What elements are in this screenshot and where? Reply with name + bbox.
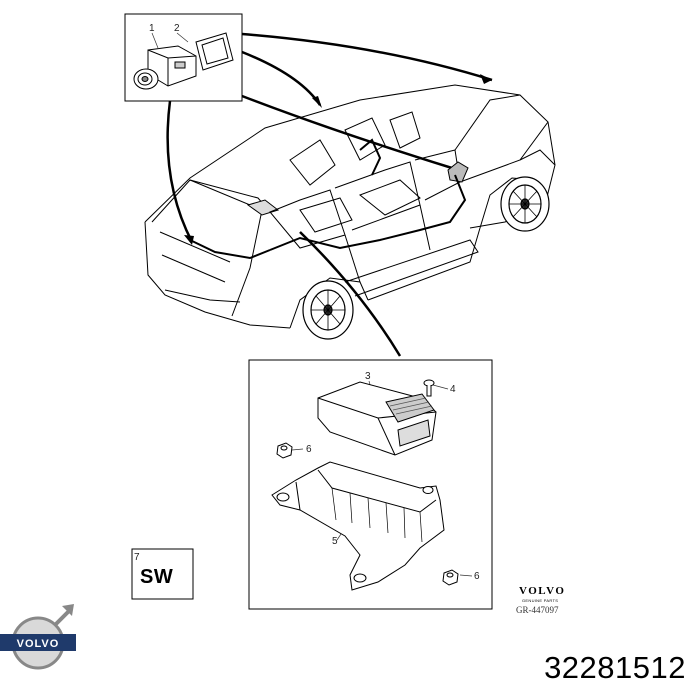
rear-wheel xyxy=(302,280,354,340)
arrow-heads xyxy=(184,74,492,245)
gasket xyxy=(195,32,234,71)
camera-unit xyxy=(133,45,197,90)
module-detail-box xyxy=(248,359,493,610)
reference-code: GR-447097 xyxy=(516,605,559,615)
brand-mini-logo: VOLVO xyxy=(519,585,566,597)
callout-6a: 6 xyxy=(306,444,312,455)
callout-3: 3 xyxy=(365,371,371,382)
callout-7: 7 xyxy=(134,552,140,563)
leader-lines xyxy=(166,32,493,357)
front-wheel xyxy=(500,176,550,232)
software-box xyxy=(131,548,194,600)
callout-2: 2 xyxy=(174,23,180,34)
wiring-harness xyxy=(189,138,467,260)
nut-lower xyxy=(442,569,459,586)
brand-tagline: GENUINE PARTS xyxy=(522,598,559,603)
camera-detail-group: 1 2 xyxy=(124,13,243,102)
vehicle-drawing xyxy=(144,84,556,329)
camera-detail-box xyxy=(124,13,243,102)
logo-wordmark: VOLVO xyxy=(17,638,60,650)
module-detail-group: 3 4 6 5 6 xyxy=(248,359,493,610)
screw xyxy=(423,379,435,397)
nut-upper xyxy=(276,442,293,459)
callout-4: 4 xyxy=(450,384,456,395)
control-module xyxy=(317,381,437,456)
part-number: 32281512 xyxy=(544,650,686,685)
software-label: SW xyxy=(140,566,174,588)
callout-6b: 6 xyxy=(474,571,480,582)
callout-1: 1 xyxy=(149,23,155,34)
mounting-bracket xyxy=(271,461,445,591)
callout-5: 5 xyxy=(332,536,338,547)
volvo-logo: VOLVO xyxy=(0,604,76,670)
